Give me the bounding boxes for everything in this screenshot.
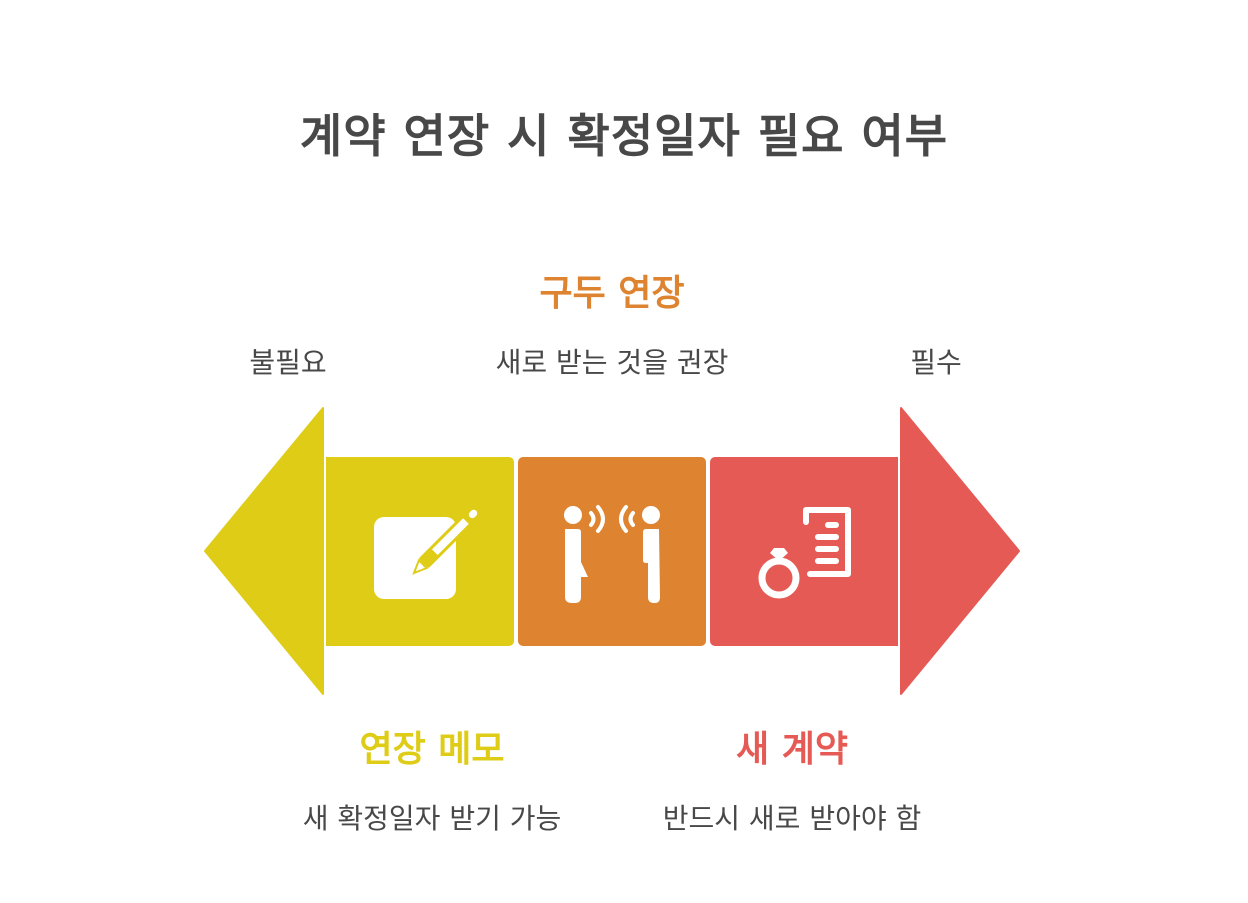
scale-left-label: 불필요: [249, 346, 327, 379]
stage-description-extension-memo: 새 확정일자 받기 가능: [302, 802, 562, 835]
stage-block-extension-memo: [326, 457, 514, 646]
left-arrowhead: [204, 407, 324, 695]
stage-heading-extension-memo: 연장 메모: [359, 729, 505, 770]
stage-description-verbal-extension: 새로 받는 것을 권장: [495, 346, 729, 379]
right-arrowhead: [900, 407, 1020, 695]
stage-heading-new-contract: 새 계약: [736, 729, 848, 770]
stage-block-verbal-extension: [518, 457, 706, 646]
conversation-icon: [564, 505, 660, 603]
edit-note-icon: [374, 506, 481, 599]
stage-description-new-contract: 반드시 새로 받아야 함: [662, 802, 922, 835]
stage-heading-verbal-extension: 구두 연장: [539, 273, 685, 314]
stage-block-new-contract: [710, 457, 898, 646]
page-title: 계약 연장 시 확정일자 필요 여부: [299, 109, 949, 163]
ring-contract-icon: [758, 507, 851, 599]
scale-right-label: 필수: [910, 346, 962, 379]
